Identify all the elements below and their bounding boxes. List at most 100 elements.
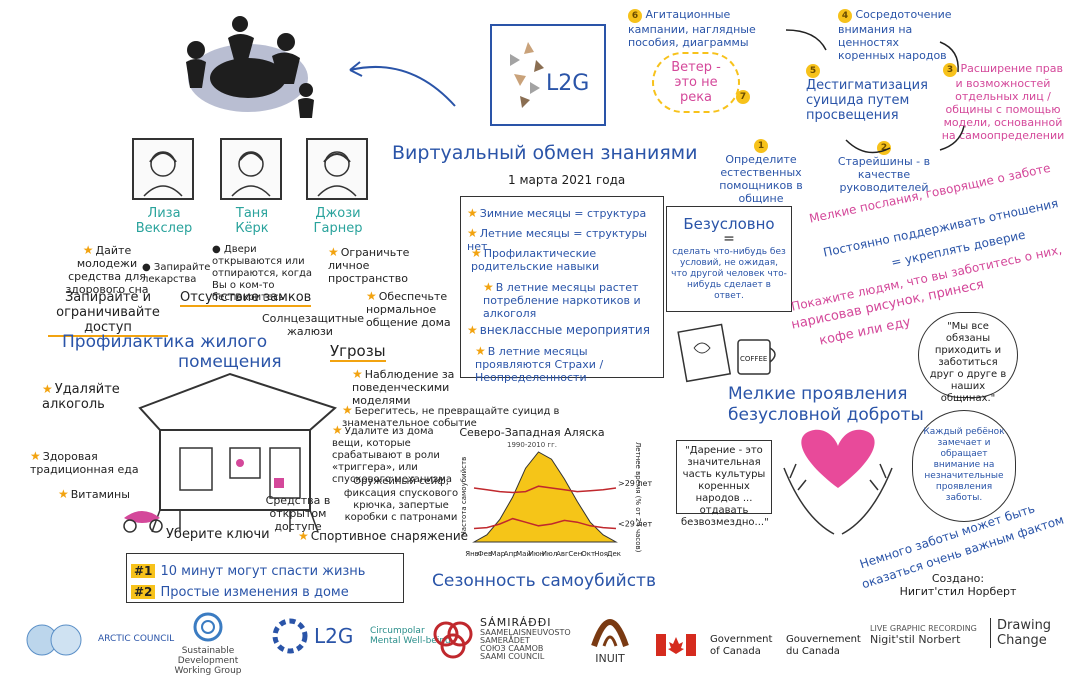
note-badge: #2	[131, 585, 156, 599]
unconditional-title: Безусловно	[683, 215, 775, 233]
equals-sign: =	[723, 231, 735, 247]
unconditional-body: сделать что-нибудь без условий, не ожида…	[671, 247, 787, 301]
cycle-arrows-icon	[785, 29, 965, 154]
x-tick-label: Фев	[478, 550, 492, 558]
step-number: 1	[754, 139, 768, 153]
prevention-item: Угрозы	[330, 342, 386, 362]
l2g-footer-logo: L2G Circumpolar Mental Well-being	[270, 616, 451, 660]
prevention-item: ★Наблюдение за поведенческими моделями	[352, 367, 455, 408]
l2g-logo-text: L2G	[546, 71, 590, 96]
l2g-logo-box: L2G	[490, 24, 606, 126]
presenter-2: Таня Кёрк	[212, 138, 292, 236]
star-icon: ★	[366, 289, 377, 303]
prevention-item: Оружейный сейф, фиксация спускового крюч…	[343, 476, 459, 523]
x-tick-label: Авг	[556, 550, 569, 558]
x-tick-label: Дек	[607, 550, 621, 558]
credit: Создано: Нигит'стил Норберт	[899, 572, 1017, 598]
star-icon: ★	[58, 487, 69, 501]
star-icon: ★	[467, 323, 478, 337]
seasons-box: ★Зимние месяцы = структура ★Летние месяц…	[460, 196, 664, 384]
x-tick-label: Июн	[529, 550, 545, 558]
star-icon: ★	[467, 206, 478, 220]
chart-y2label: Летнее время (% от 24 часов)	[634, 442, 642, 553]
presenter-first-name: Лиза	[147, 206, 181, 221]
kindness-title: Мелкие проявления безусловной доброты	[728, 384, 924, 425]
seasons-item: ★Летние месяцы = структуры нет	[467, 226, 648, 254]
avatar	[306, 138, 368, 200]
chart-title: Северо-Западная Аляска	[459, 426, 604, 439]
sdwg-logo: Sustainable Development Working Group	[158, 612, 258, 676]
step-number: 3	[943, 63, 958, 77]
avatar	[220, 138, 282, 200]
presenter-first-name: Таня	[235, 206, 269, 221]
prevention-item: Запирайте и ограничивайте доступ	[48, 290, 168, 337]
card-and-coffee-icon: COFFEE	[677, 323, 776, 383]
prevention-item: ★Здоровая традиционная еда	[30, 449, 139, 477]
note-item: #2 Простые изменения в доме	[131, 581, 349, 600]
presenter-last-name: Гарнер	[313, 221, 363, 236]
house-icon	[123, 372, 337, 533]
prevention-title: Профилактика жилого помещения	[62, 332, 282, 372]
presenter-first-name: Джози	[315, 206, 361, 221]
l2g-ring-icon	[272, 618, 308, 654]
chart-ylabel: Частота самоубийств	[460, 457, 468, 536]
x-tick-label: Ноя	[594, 550, 608, 558]
prevention-item: Уберите ключи	[166, 527, 270, 542]
prevention-item: ● Запирайте лекарства	[142, 262, 211, 285]
series-line-2	[473, 517, 617, 530]
live-recording-logo: LIVE GRAPHIC RECORDING Nigit'stil Norber…	[870, 624, 977, 646]
arctic-globe-icon	[26, 624, 82, 656]
page-title: Виртуальный обмен знаниями	[392, 142, 698, 164]
note-badge: #1	[131, 564, 156, 578]
arrow-icon	[349, 61, 456, 107]
star-icon: ★	[42, 382, 53, 396]
x-tick-label: Янв	[465, 550, 479, 558]
series-label-1: >29 лет	[618, 479, 652, 488]
chart-subtitle: 1990-2010 гг.	[507, 441, 557, 449]
seasons-item: ★Профилактические родительские навыки	[471, 246, 600, 274]
prevention-item: ★Удаляйте алкоголь	[42, 382, 120, 412]
step-7: 7	[736, 84, 750, 104]
date-label: 1 марта 2021 года	[508, 173, 626, 187]
canada-flag-icon	[656, 634, 696, 656]
prevention-item: ★Удалите из дома вещи, которые срабатыва…	[332, 423, 452, 485]
star-icon: ★	[483, 280, 494, 294]
chart-footer: Сезонность самоубийств	[432, 571, 656, 591]
presenter-last-name: Векслер	[135, 221, 193, 236]
bullet-icon: ●	[142, 262, 151, 273]
notes-box: #1 10 минут могут спасти жизнь #2 Просты…	[126, 553, 404, 603]
star-icon: ★	[82, 243, 94, 257]
prevention-item: ★Обеспечьте нормальное общение дома	[366, 289, 451, 330]
series-label-2: <29 лет	[618, 520, 652, 529]
seasons-item: ★внеклассные мероприятия	[467, 323, 650, 337]
step-number: 4	[838, 9, 852, 23]
presenter-1: Лиза Векслер	[124, 138, 204, 236]
avatar	[132, 138, 194, 200]
star-icon: ★	[332, 423, 343, 437]
seasonality-chart: Северо-Западная Аляска 1990-2010 гг. Час…	[459, 426, 652, 558]
child-bubble: Каждый ребёнок замечает и обращает внима…	[912, 410, 1016, 522]
step-6: 6 Агитационные кампании, наглядные пособ…	[628, 8, 756, 49]
quote-bubble: "Мы все обязаны приходить и заботиться д…	[918, 312, 1018, 404]
step-number: 6	[628, 9, 642, 23]
unconditional-box: Безусловно = сделать что-нибудь без усло…	[666, 206, 792, 312]
gift-quote-box: "Дарение - это значительная часть культу…	[676, 440, 772, 528]
star-icon: ★	[298, 529, 309, 543]
l2g-mark-icon	[510, 42, 544, 108]
prevention-item: ★Спортивное снаряжение	[298, 529, 469, 543]
seasons-item: ★В летние месяцы растет потребление нарк…	[483, 280, 641, 321]
inuit-logo: INUIT	[580, 608, 640, 665]
star-icon: ★	[475, 344, 486, 358]
step-4: 4 Сосредоточение внимания на ценностях к…	[838, 8, 952, 62]
star-icon: ★	[471, 246, 482, 260]
saami-rings-icon	[433, 621, 473, 659]
note-item: #1 10 минут могут спасти жизнь	[131, 560, 365, 579]
star-icon: ★	[328, 245, 339, 259]
step-number: 7	[736, 90, 750, 104]
x-tick-label: Сен	[568, 550, 582, 558]
